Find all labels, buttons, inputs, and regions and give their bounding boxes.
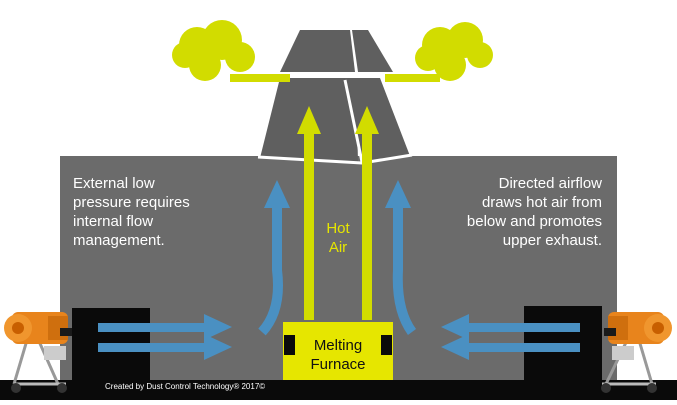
furnace-port-right [381, 335, 392, 355]
cloud-icon [172, 20, 290, 82]
upflow-arrow-left [258, 180, 290, 336]
right-note-line: below and promotes [467, 213, 602, 230]
furnace-label-line2: Furnace [310, 356, 365, 373]
furnace-label-line1: Melting [314, 337, 362, 354]
hot-air-arrows [297, 106, 379, 320]
right-annotation: Directed airflow draws hot air from belo… [467, 175, 602, 249]
roof-seam-vertical [343, 79, 364, 163]
left-annotation: External low pressure requires internal … [73, 175, 190, 249]
left-note-line: External low [73, 175, 155, 192]
dust-cannon-icon [4, 312, 72, 393]
cloud-icon [385, 22, 493, 82]
left-note-line: management. [73, 232, 165, 249]
right-note-line: upper exhaust. [503, 232, 602, 249]
furnace-port-left [284, 335, 295, 355]
roof-vent-top-left [280, 30, 355, 72]
right-note-line: Directed airflow [499, 175, 603, 192]
roof-vent-top-right [352, 30, 393, 72]
left-note-line: internal flow [73, 213, 153, 230]
credit-text: Created by Dust Control Technology® 2017… [105, 382, 265, 391]
hot-air-label-line2: Air [329, 239, 347, 256]
inflow-arrows-right [441, 314, 580, 360]
melting-furnace [283, 322, 393, 380]
ground-strip [0, 380, 677, 400]
hot-air-label-line1: Hot [326, 220, 350, 237]
left-note-line: pressure requires [73, 194, 190, 211]
upflow-arrow-right [385, 180, 417, 335]
dust-cannon-icon [601, 312, 672, 393]
inflow-arrows-left [98, 314, 232, 360]
right-note-line: draws hot air from [482, 194, 602, 211]
